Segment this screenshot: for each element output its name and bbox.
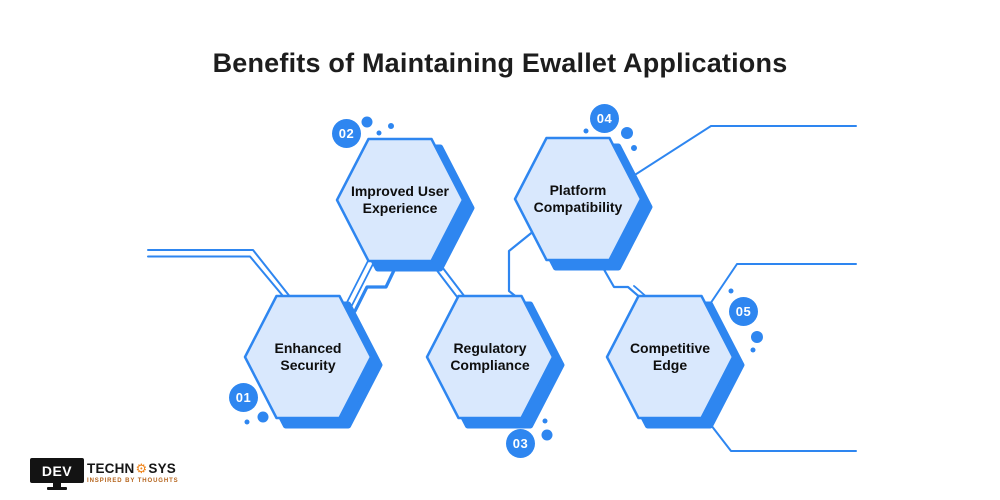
logo-name-part1: TECHN bbox=[87, 461, 135, 476]
decorative-dots bbox=[244, 116, 763, 441]
benefit-label-regulatory-compliance: Regulatory Compliance bbox=[450, 340, 530, 373]
hexagon-improved-user-experience bbox=[335, 137, 475, 272]
benefit-label-platform-compatibility: Platform Compatibility bbox=[533, 182, 623, 215]
logo-monitor-screen: DEV bbox=[30, 458, 84, 483]
number-badge-04: 04 bbox=[590, 104, 619, 133]
logo-monitor-icon: DEV bbox=[30, 458, 84, 490]
number-badge-03: 03 bbox=[506, 429, 535, 458]
hexagon-platform-compatibility bbox=[513, 136, 653, 271]
logo-name: TECHN⚙SYS bbox=[87, 461, 179, 476]
logo-monitor-text: DEV bbox=[41, 462, 73, 479]
logo-text-block: TECHN⚙SYS INSPIRED BY THOUGHTS bbox=[87, 458, 179, 484]
gear-icon: ⚙ bbox=[135, 461, 148, 476]
benefit-label-competitive-edge: Competitive Edge bbox=[629, 340, 711, 373]
logo-monitor-neck bbox=[53, 483, 61, 487]
number-badge-01: 01 bbox=[229, 383, 258, 412]
benefit-label-improved-user-experience: Improved User Experience bbox=[350, 183, 450, 216]
logo-tagline: INSPIRED BY THOUGHTS bbox=[87, 478, 179, 484]
benefit-label-enhanced-security: Enhanced Security bbox=[274, 340, 342, 373]
hexagon-competitive-edge bbox=[605, 294, 745, 429]
logo-name-part2: SYS bbox=[148, 461, 176, 476]
connector-lines bbox=[147, 125, 857, 452]
hexagon-regulatory-compliance bbox=[425, 294, 565, 429]
hexagon-enhanced-security bbox=[243, 294, 383, 429]
page-title: Benefits of Maintaining Ewallet Applicat… bbox=[212, 48, 788, 78]
number-badge-05: 05 bbox=[729, 297, 758, 326]
number-badge-02: 02 bbox=[332, 119, 361, 148]
devtechnosys-logo: DEV TECHN⚙SYS INSPIRED BY THOUGHTS bbox=[30, 458, 179, 490]
logo-monitor-base bbox=[47, 487, 67, 490]
